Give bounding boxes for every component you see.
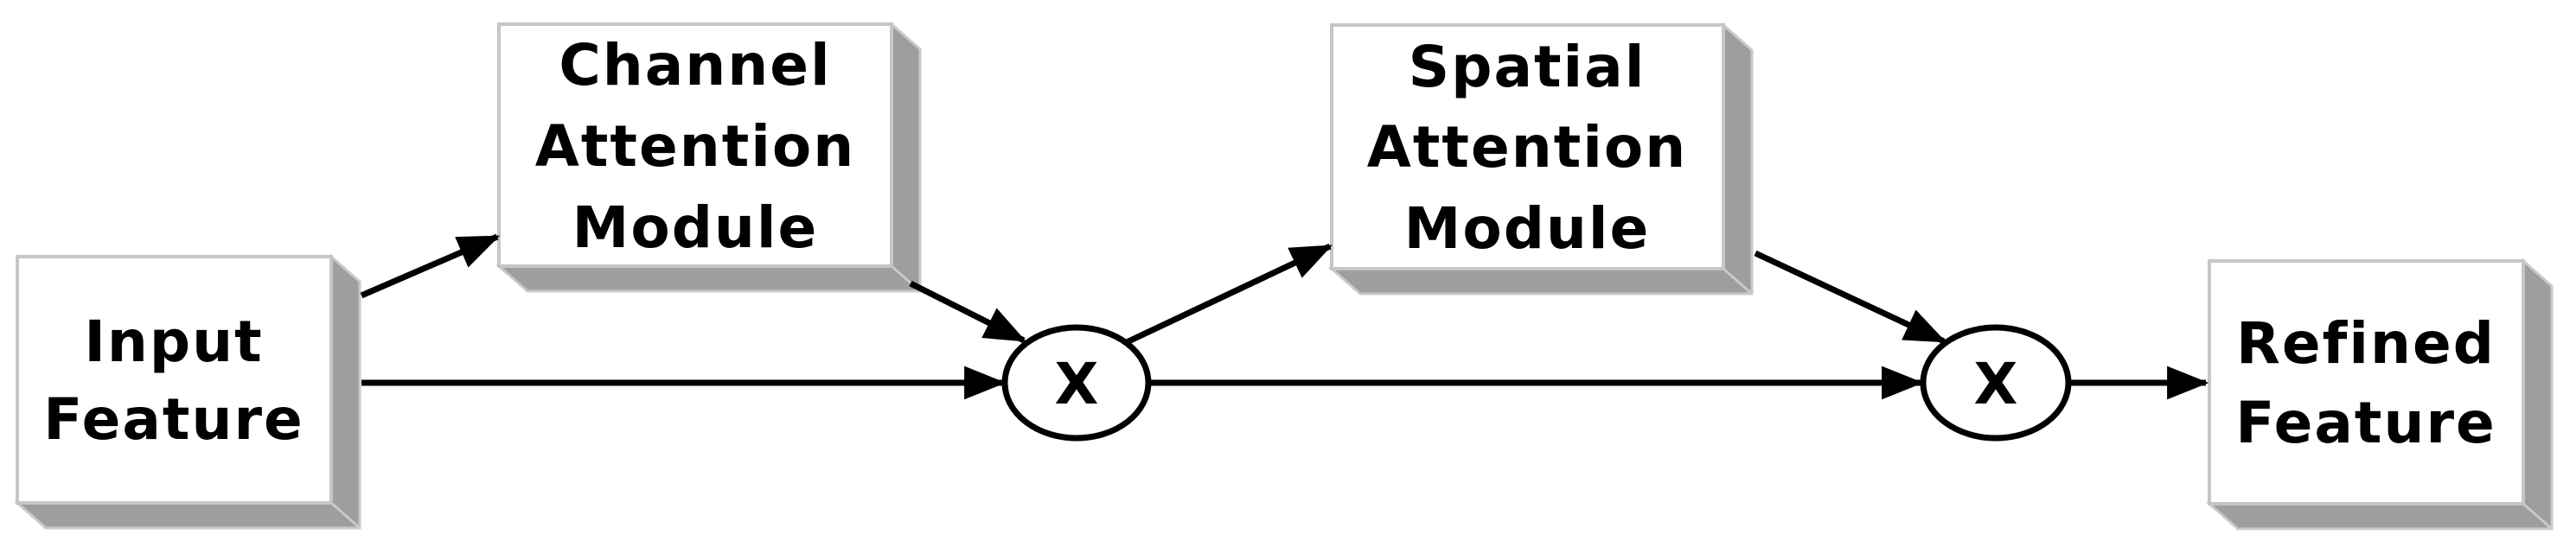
channel-attention-label-line1: Channel [559, 32, 831, 99]
refined-feature-label-line1: Refined [2236, 310, 2496, 377]
spatial-attention-label-line3: Module [1404, 195, 1651, 262]
spatial-attention-box-shadow-bevel [1723, 267, 1753, 296]
spatial-attention-label-line1: Spatial [1409, 34, 1646, 100]
edge-channel-attention-to-multiply-1 [909, 280, 1027, 344]
channel-attention-label-line2: Attention [535, 113, 855, 180]
refined-feature-box-shadow-bevel [2522, 502, 2553, 531]
refined-feature-box [2208, 259, 2525, 505]
channel-attention-box [497, 22, 893, 268]
spatial-attention-label-line2: Attention [1367, 114, 1687, 181]
input-feature-label-line2: Feature [43, 386, 304, 453]
multiply-symbol-1: X [1055, 351, 1099, 417]
input-feature-node: Input Feature [14, 253, 361, 530]
refined-feature-label-line2: Feature [2235, 390, 2496, 456]
multiply-node-1: X [1001, 324, 1152, 442]
edge-multiply-1-to-spatial-attention [1125, 243, 1333, 346]
channel-attention-module-node: Channel Attention Module [495, 21, 922, 293]
spatial-attention-box [1330, 23, 1725, 270]
edge-input-to-channel-attention [360, 233, 501, 299]
input-feature-label-line1: Input [84, 308, 263, 375]
edge-spatial-attention-to-multiply-2 [1754, 250, 1947, 345]
multiply-node-2: X [1920, 324, 2072, 442]
refined-feature-node: Refined Feature [2206, 257, 2554, 531]
channel-attention-label-line3: Module [572, 194, 819, 261]
spatial-attention-module-node: Spatial Attention Module [1328, 22, 1754, 296]
input-feature-box-shadow-bevel [330, 501, 361, 530]
diagram-edges [360, 233, 2209, 400]
input-feature-box [16, 255, 333, 505]
multiply-symbol-2: X [1974, 351, 2018, 417]
